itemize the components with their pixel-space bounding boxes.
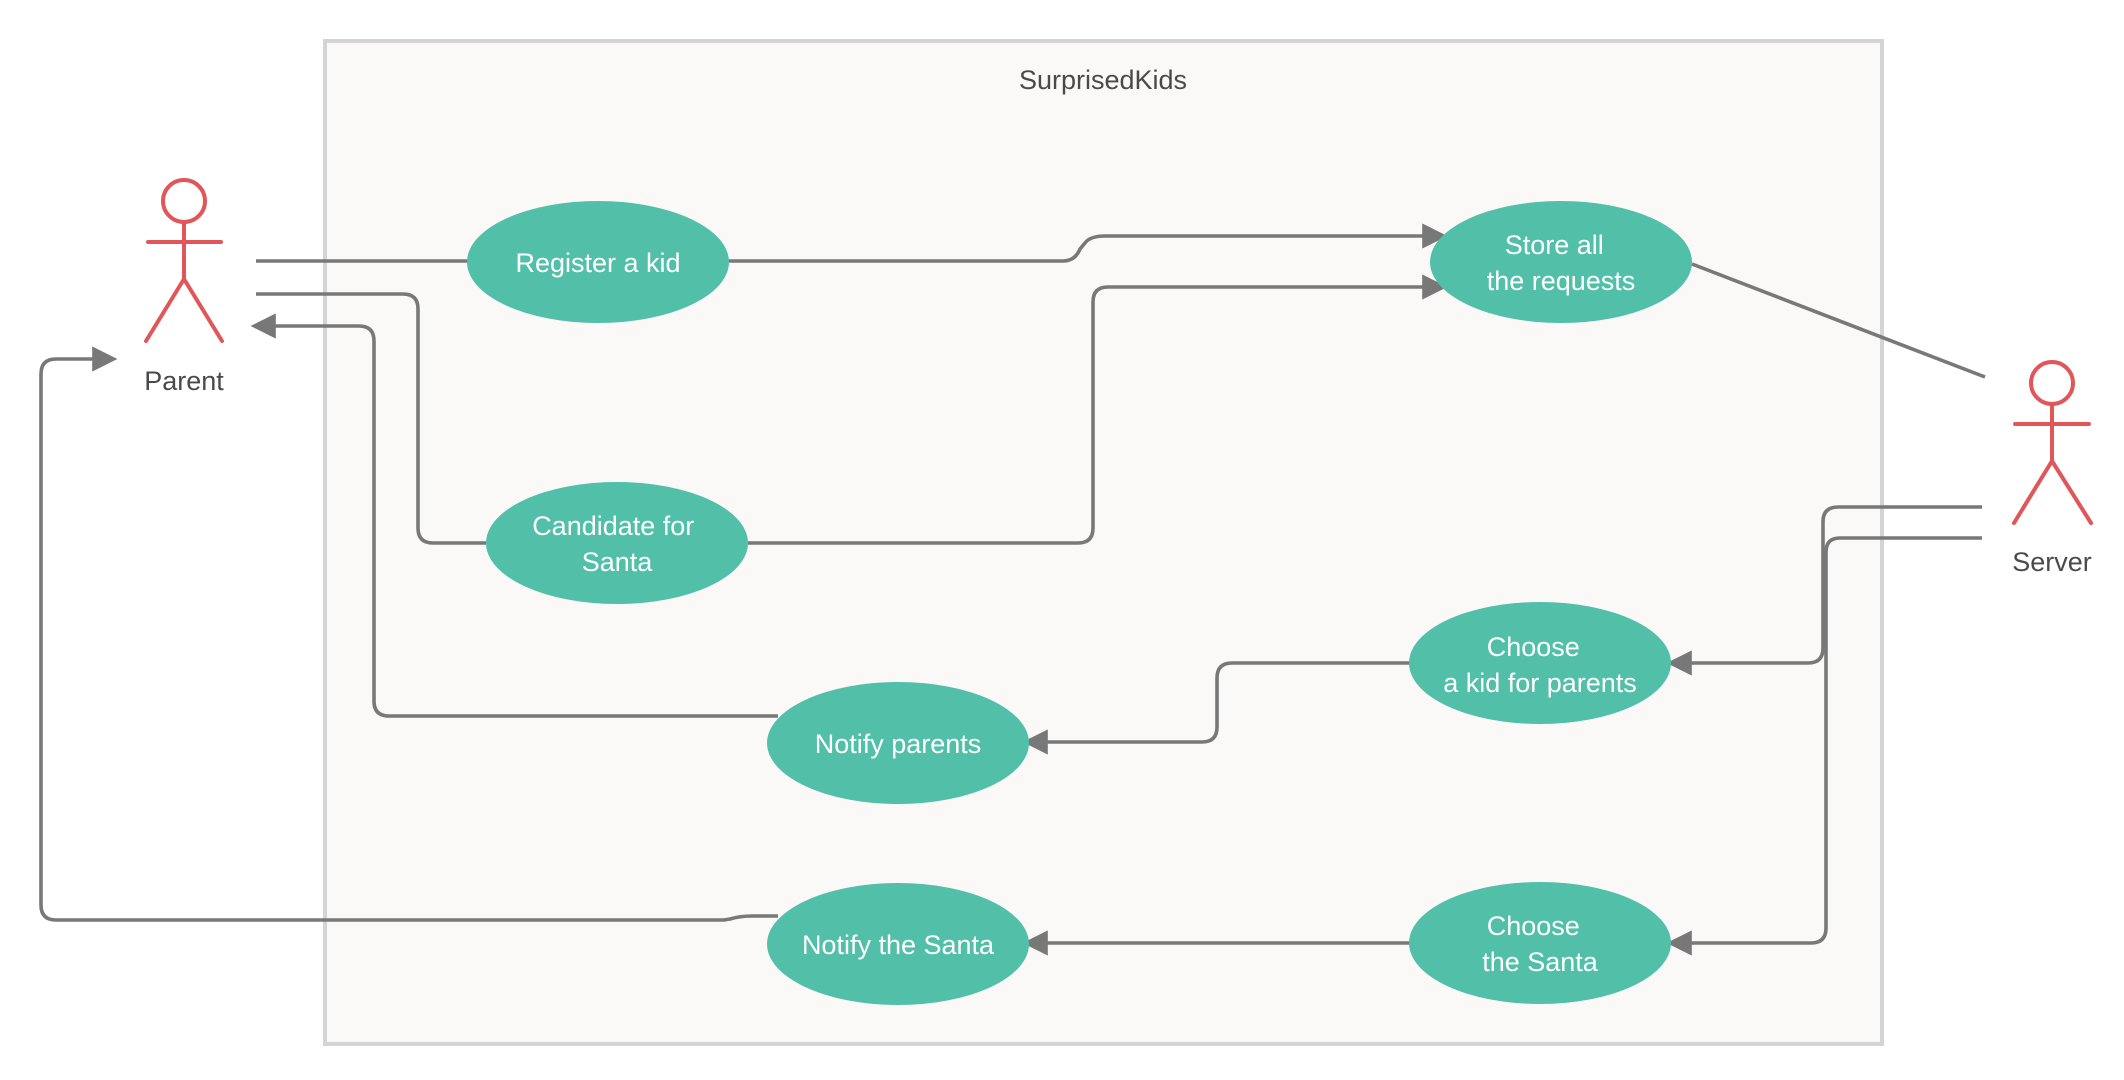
use-case-choose-kid-shape[interactable]	[1409, 602, 1671, 724]
use-case-notify-parents-label: Notify parents	[815, 729, 982, 759]
use-case-choose-santa-shape[interactable]	[1409, 882, 1671, 1004]
use-case-choose-santa[interactable]: Choose the Santa	[1409, 882, 1671, 1004]
connector-server-choosekid	[1666, 505, 1982, 676]
connector-store-server	[1691, 262, 1986, 379]
use-case-store-label: Store all the requests	[1487, 230, 1636, 296]
connector-register-store	[728, 223, 1448, 263]
use-case-candidate-shape[interactable]	[486, 482, 748, 604]
use-case-choose-santa-label: Choose the Santa	[1482, 911, 1599, 977]
use-case-notify-santa-shape[interactable]	[767, 883, 1029, 1005]
actor-parent[interactable]: Parent	[144, 178, 224, 396]
actor-server[interactable]: Server	[2012, 360, 2093, 577]
use-case-candidate[interactable]: Candidate for Santa	[486, 482, 748, 604]
use-case-store-shape[interactable]	[1430, 201, 1692, 323]
connector-server-choosesanta	[1666, 536, 1982, 956]
use-case-choose-kid-label: Choose a kid for parents	[1443, 632, 1637, 698]
use-case-notify-parents-shape[interactable]	[767, 682, 1029, 804]
use-case-choose-kid[interactable]: Choose a kid for parents	[1409, 602, 1671, 724]
connector-notifysanta-parent	[39, 346, 778, 922]
connector-parent-candidate	[256, 292, 486, 545]
connector-candidate-store	[748, 274, 1448, 545]
use-case-register-shape[interactable]	[467, 201, 729, 323]
use-case-notify-santa[interactable]: Notify the Santa	[767, 883, 1029, 1005]
use-case-register-label: Register a kid	[515, 248, 680, 278]
server-stick-figure-icon	[2012, 360, 2093, 525]
actor-label-server: Server	[2012, 547, 2092, 577]
system-title: SurprisedKids	[1019, 65, 1187, 95]
use-case-notify-parents[interactable]: Notify parents	[767, 682, 1029, 804]
connectors	[39, 223, 1986, 956]
use-case-store[interactable]: Store all the requests	[1430, 201, 1692, 323]
actor-label-parent: Parent	[144, 366, 224, 396]
connector-notifyparents-parent	[250, 313, 778, 718]
use-case-candidate-label: Candidate for Santa	[532, 511, 702, 577]
use-case-notify-santa-label: Notify the Santa	[802, 930, 995, 960]
connector-choosekid-notifyparents	[1022, 661, 1410, 755]
use-case-register[interactable]: Register a kid	[467, 201, 729, 323]
parent-stick-figure-icon	[144, 178, 224, 343]
